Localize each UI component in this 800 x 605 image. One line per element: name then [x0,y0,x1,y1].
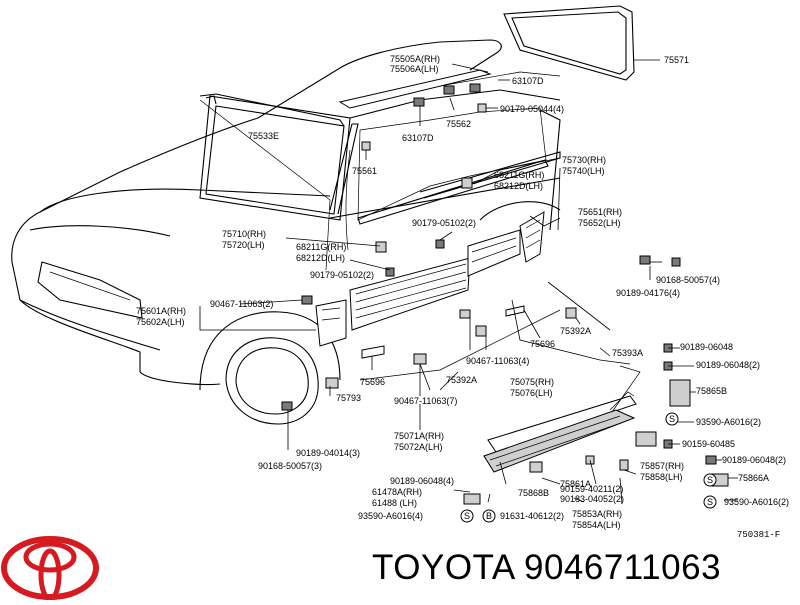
part-number: 9046711063 [523,548,722,587]
marker-b: B [486,511,492,521]
callout-label: 90168-50057(3) [258,461,322,471]
callout-label: 75793 [336,393,361,403]
callout-label: 75075(RH) [510,377,554,387]
callout-label: 90189-06048 [680,342,733,352]
marker-s-3: S [707,497,713,507]
callout-label: 75868B [518,488,549,498]
callout-label: 68212D(LH) [296,253,345,263]
marker-circles: S B S S S [460,412,717,523]
callout-label: 90179-05102(2) [310,270,374,280]
callout-label: 75710(RH) [222,229,266,239]
callout-label: 75651(RH) [578,207,622,217]
callout-label: 90159-40211(2) [560,484,623,494]
callout-label: 75072A(LH) [394,442,443,452]
callout-label: 75562 [446,119,471,129]
callout-label: 75861A [560,479,591,489]
callout-label: 75854A(LH) [572,520,621,530]
callout-label: 90189-04176(4) [616,288,680,298]
callout-label: 93590-A6016(2) [724,497,789,507]
callout-label: 75857(RH) [640,461,684,471]
callout-label: 68211G(RH) [494,170,544,180]
callout-label: 75740(LH) [562,166,605,176]
callout-label: 61488 (LH) [372,498,417,508]
callout-label: 75561 [352,166,377,176]
callout-label: 68211G(RH) [296,242,346,252]
callout-label: 75071A(RH) [394,431,444,441]
toyota-logo-icon [1,536,99,602]
part-title: TOYOTA 9046711063 [372,548,721,588]
callout-label: 90467-11063(7) [394,396,457,406]
leader-lines [199,63,738,517]
quarter-glass [503,5,660,81]
callout-label: 75505A(RH) [390,54,440,64]
callout-label: 91631-40612(2) [500,511,564,521]
callout-label: 90159-60485 [682,439,735,449]
callout-label: 75602A(LH) [136,317,185,327]
callout-label: 75866A [738,473,769,483]
callout-label: 75865B [696,386,727,396]
callout-label: 90168-50057(4) [656,275,720,285]
callout-label: 75571 [664,55,689,65]
callout-label: 75858(LH) [640,472,683,482]
callout-label: 63107D [512,76,544,86]
callout-label: 90179-05102(2) [412,218,476,228]
callout-label: 93590-A6016(2) [696,417,761,427]
marker-s-1: S [464,511,470,521]
callout-label: 68212D(LH) [494,181,543,191]
callout-label: 90467-11063(2) [210,299,273,309]
diagram-code: 750381-F [737,530,781,540]
callout-label: 90189-06048(2) [696,360,760,370]
callout-label: 75393A [612,348,643,358]
callout-label: 90189-06048(2) [722,455,786,465]
callout-label: 75392A [560,326,591,336]
callout-label: 90183-04052(2) [560,494,624,504]
callout-label: 75076(LH) [510,388,553,398]
callout-label: 75601A(RH) [136,306,186,316]
callout-label: 90179-05044(4) [500,104,564,114]
callout-label: 90189-06048(4) [390,476,454,486]
callout-labels: 75505A(RH) 75506A(LH) 75571 63107D 90179… [136,54,789,530]
rocker-panel [483,365,641,473]
roof-molding [199,69,561,225]
marker-s-2: S [707,475,713,485]
callout-label: 75720(LH) [222,240,265,250]
callout-label: 90467-11063(4) [466,356,529,366]
callout-label: 61478A(RH) [372,487,422,497]
callout-label: 93590-A6016(4) [358,511,423,521]
callout-label: 63107D [402,133,434,143]
brand-name: TOYOTA [372,548,514,587]
marker-s-4: S [669,414,675,424]
callout-label: 75730(RH) [562,155,606,165]
callout-label: 75506A(LH) [390,64,439,74]
side-moldings [315,211,545,359]
vehicle-outline [11,39,561,425]
callout-label: 75853A(RH) [572,509,622,519]
callout-label: 75533E [248,131,279,141]
callout-label: 75652(LH) [578,218,621,228]
callout-label: 75696 [360,377,385,387]
callout-label: 75696 [530,339,555,349]
callout-label: 75392A [446,375,477,385]
callout-label: 90189-04014(3) [296,448,360,458]
